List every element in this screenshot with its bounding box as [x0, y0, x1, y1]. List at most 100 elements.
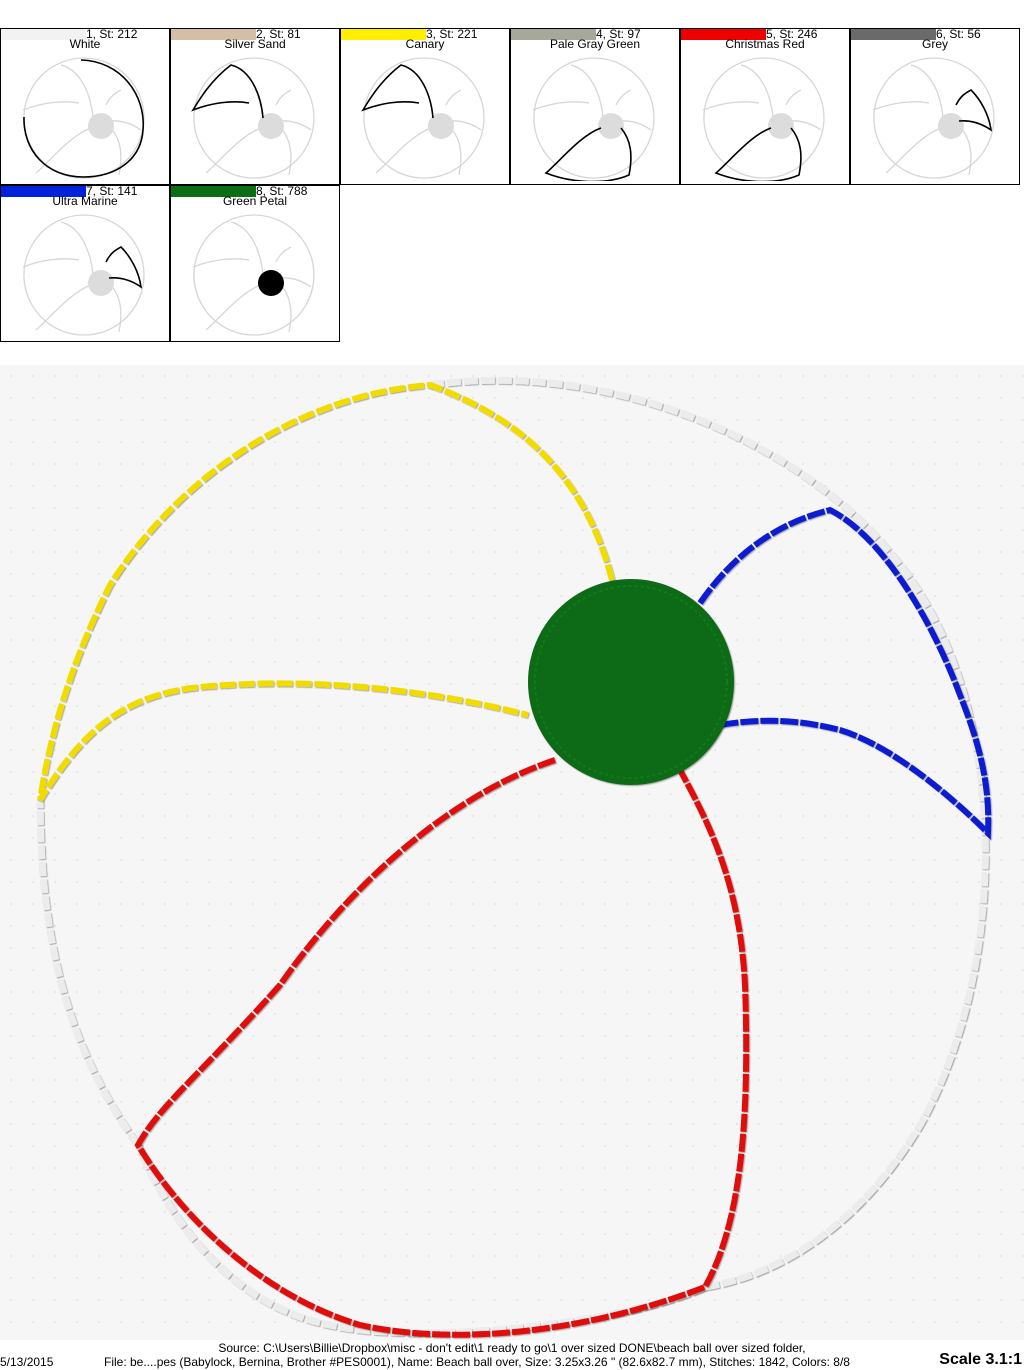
thumbnail-guide-line: [275, 89, 292, 106]
thumbnail-highlight-outline: [105, 245, 143, 289]
thread-color-bar: [171, 29, 256, 40]
thumbnail-guide-line: [570, 64, 604, 119]
thumbnail-guide-line: [22, 258, 80, 268]
thumbnail-guide-line: [105, 246, 122, 263]
thumbnail-guide-line: [873, 57, 995, 179]
thumbnail-guide-line: [35, 284, 92, 331]
thread-stitch-count: 2, St: 81: [256, 28, 301, 41]
thumbnail-guide-line: [872, 101, 930, 111]
thumbnail-guide-line: [533, 57, 655, 179]
thumbnail-guide-line: [280, 284, 292, 333]
thumbnail-guide-line: [193, 214, 315, 336]
thread-color-name: Grey: [921, 37, 948, 51]
beach-ball-thumbnail: [191, 57, 315, 179]
thumbnail-guide-line: [110, 127, 122, 176]
thumbnail-guide-line: [60, 221, 94, 276]
thumbnail-highlight-outline: [714, 127, 802, 181]
thread-color-bar: [341, 29, 426, 40]
thread-color-bar: [171, 186, 256, 197]
thumbnail-guide-line: [955, 89, 972, 106]
thumbnail-center-dot: [598, 113, 624, 139]
thumbnail-center-dot: [938, 113, 964, 139]
design-preview-canvas: [0, 365, 1024, 1340]
thumbnail-guide-line: [910, 64, 944, 119]
footer-scale: Scale 3.1:1: [939, 1351, 1022, 1368]
green-petal-center-fill: [528, 579, 734, 785]
thread-stitch-count: 6, St: 56: [936, 28, 981, 41]
thread-color-bar: [851, 29, 936, 40]
thumbnail-center-dot: [88, 270, 114, 296]
thumbnail-guide-line: [280, 127, 292, 176]
thumbnail-highlight-outline: [23, 59, 144, 178]
thumbnail-guide-line: [205, 127, 262, 174]
beach-ball-thumbnail: [532, 57, 655, 181]
thumbnail-guide-line: [450, 127, 462, 176]
thumbnail-guide-line: [885, 127, 942, 174]
thread-stitch-count: 3, St: 221: [426, 28, 478, 41]
thread-color-name: Silver Sand: [224, 37, 286, 51]
thumbnail-center-dot: [258, 270, 284, 296]
thread-stitch-count: 5, St: 246: [766, 28, 818, 41]
thumbnail-center-dot: [258, 113, 284, 139]
thumbnail-guide-line: [60, 64, 94, 119]
green-petal-texture: [534, 585, 728, 779]
thread-color-bar: [1, 29, 86, 40]
thread-color-name: Ultra Marine: [52, 194, 118, 208]
thumbnail-guide-line: [740, 64, 774, 119]
thumbnail-guide-line: [23, 57, 145, 179]
thread-stitch-count: 1, St: 212: [86, 28, 138, 41]
thumbnail-guide-line: [532, 101, 590, 111]
thumbnail-center-dot: [428, 113, 454, 139]
white-outline-stitch: [36, 376, 989, 1337]
thread-color-name: Green Petal: [222, 194, 288, 208]
thumbnail-guide-line: [105, 89, 122, 106]
thread-color-bar: [511, 29, 596, 40]
thumbnail-guide-line: [22, 101, 80, 111]
thread-stitch-count: 8, St: 788: [256, 185, 308, 198]
thumbnail-guide-line: [615, 89, 632, 106]
thumbnail-guide-line: [110, 284, 122, 333]
thumbnail-guide-line: [785, 89, 802, 106]
thumbnail-highlight-outline: [955, 88, 993, 132]
beach-ball-thumbnail: [22, 57, 145, 179]
beach-ball-design: [36, 376, 992, 1338]
beach-ball-thumbnail: [192, 214, 315, 336]
thumbnail-center-dot: [88, 113, 114, 139]
thumbnail-guide-line: [230, 64, 264, 119]
footer-date: 5/13/2015: [0, 1355, 54, 1369]
thumbnail-guide-line: [400, 64, 434, 119]
thumbnail-guide-line: [375, 127, 432, 174]
thumbnail-guide-line: [35, 127, 92, 174]
beach-ball-thumbnail: [872, 57, 995, 179]
thumbnail-guide-line: [23, 214, 145, 336]
thumbnail-guide-line: [192, 258, 250, 268]
thumbnail-highlight-outline: [361, 64, 434, 119]
beach-ball-thumbnail: [702, 57, 825, 181]
thread-stitch-count: 7, St: 141: [86, 185, 138, 198]
beach-ball-thumbnail: [361, 57, 485, 179]
thread-color-name: Canary: [405, 37, 445, 51]
thumbnail-guide-line: [230, 221, 264, 276]
thumbnail-guide-line: [205, 284, 262, 331]
thumbnail-guide-line: [702, 101, 760, 111]
thread-color-name: Christmas Red: [725, 37, 805, 51]
thumbnail-guide-line: [363, 57, 485, 179]
thumbnail-highlight-outline: [191, 64, 264, 119]
canary-panel-stitch: [37, 381, 615, 802]
thread-color-bar: [1, 186, 86, 197]
beach-ball-thumbnail: [22, 214, 145, 336]
thumbnail-guide-line: [960, 127, 972, 176]
footer-source-path: Source: C:\Users\Billie\Dropbox\misc - d…: [218, 1341, 806, 1355]
footer-file-info: File: be....pes (Babylock, Bernina, Brot…: [104, 1355, 850, 1369]
thumbnail-highlight-outline: [544, 127, 632, 181]
thread-color-bar: [681, 29, 766, 40]
thumbnail-guide-line: [445, 89, 462, 106]
thumbnail-guide-line: [275, 246, 292, 263]
